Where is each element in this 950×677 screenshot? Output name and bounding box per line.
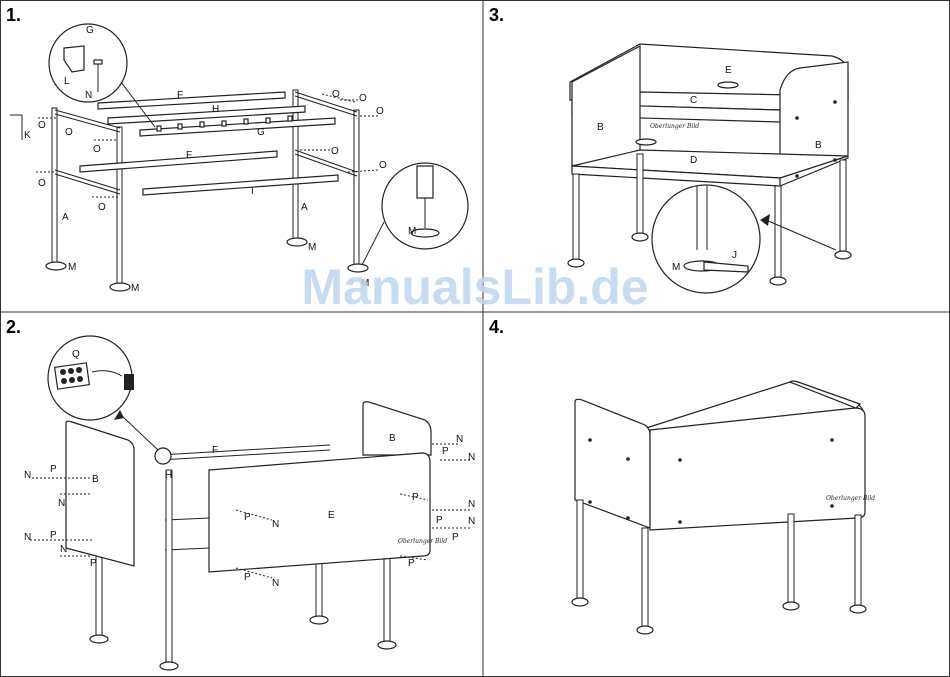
label-n-7: N xyxy=(468,516,475,527)
brand-mark-panel-3: Oberlunger Bild xyxy=(650,123,699,130)
brand-mark-panel-4: Oberlunger Bild xyxy=(826,495,875,502)
label-n-5: N xyxy=(456,434,463,445)
label-p-10: P xyxy=(408,558,415,569)
label-c: C xyxy=(690,95,697,106)
label-b-right: B xyxy=(389,433,396,444)
step-2-number: 2. xyxy=(6,317,21,337)
label-b-left: B xyxy=(92,474,99,485)
label-b-left-panel-3: B xyxy=(597,122,604,133)
label-h-panel-2: H xyxy=(165,470,172,481)
label-o-2: O xyxy=(65,127,73,138)
watermark-text: ManualsLib.de xyxy=(301,259,648,315)
step-1-number: 1. xyxy=(6,5,21,25)
step-4-number: 4. xyxy=(489,317,504,337)
label-p-5: P xyxy=(412,492,419,503)
label-g: G xyxy=(257,127,265,138)
label-n-3: N xyxy=(24,532,31,543)
label-n-6: N xyxy=(468,452,475,463)
label-o-6: O xyxy=(332,89,340,100)
finished-front-panel xyxy=(650,408,865,530)
label-q: Q xyxy=(72,349,80,360)
label-o-3: O xyxy=(93,144,101,155)
label-p-3: P xyxy=(90,558,97,569)
label-l: L xyxy=(64,76,70,87)
label-p-8: P xyxy=(244,512,251,523)
label-f: F xyxy=(177,90,183,101)
label-n-4: N xyxy=(60,544,67,555)
label-j: J xyxy=(732,250,737,261)
label-e: E xyxy=(328,510,335,521)
step-3-number: 3. xyxy=(489,5,504,25)
label-o-1: O xyxy=(38,120,46,131)
label-g-detail: G xyxy=(86,25,94,36)
label-m-1: M xyxy=(68,262,76,273)
label-o-8: O xyxy=(376,106,384,117)
label-m-3: M xyxy=(308,242,316,253)
label-n-1: N xyxy=(24,470,31,481)
label-f-lower: F xyxy=(186,150,192,161)
label-p-9: P xyxy=(244,572,251,583)
label-p-6: P xyxy=(436,515,443,526)
label-i: I xyxy=(251,186,254,197)
label-n-9: N xyxy=(272,519,279,530)
label-a-left: A xyxy=(62,212,69,223)
label-h: H xyxy=(212,104,219,115)
label-n-10: N xyxy=(272,578,279,589)
label-o-9: O xyxy=(331,146,339,157)
label-p-1: P xyxy=(50,464,57,475)
label-p-2: P xyxy=(50,530,57,541)
label-m-panel-3: M xyxy=(672,262,680,273)
front-panel-e xyxy=(209,453,430,572)
label-d: D xyxy=(690,155,697,166)
label-m-2: M xyxy=(131,283,139,294)
label-f-panel-2: F xyxy=(212,445,218,456)
label-p-4: P xyxy=(442,446,449,457)
label-p-7: P xyxy=(452,532,459,543)
label-n-2: N xyxy=(58,498,65,509)
label-m-detail: M xyxy=(408,226,416,237)
label-k: K xyxy=(24,130,31,141)
label-o-7: O xyxy=(359,93,367,104)
label-n-8: N xyxy=(468,499,475,510)
label-a-right: A xyxy=(301,202,308,213)
label-o-4: O xyxy=(38,178,46,189)
label-b-right-panel-3: B xyxy=(815,140,822,151)
label-n: N xyxy=(85,90,92,101)
label-o-5: O xyxy=(98,202,106,213)
brand-mark-panel-2: Oberlunger Bild xyxy=(398,538,447,545)
label-e-panel-3: E xyxy=(725,65,732,76)
label-o-10: O xyxy=(379,160,387,171)
